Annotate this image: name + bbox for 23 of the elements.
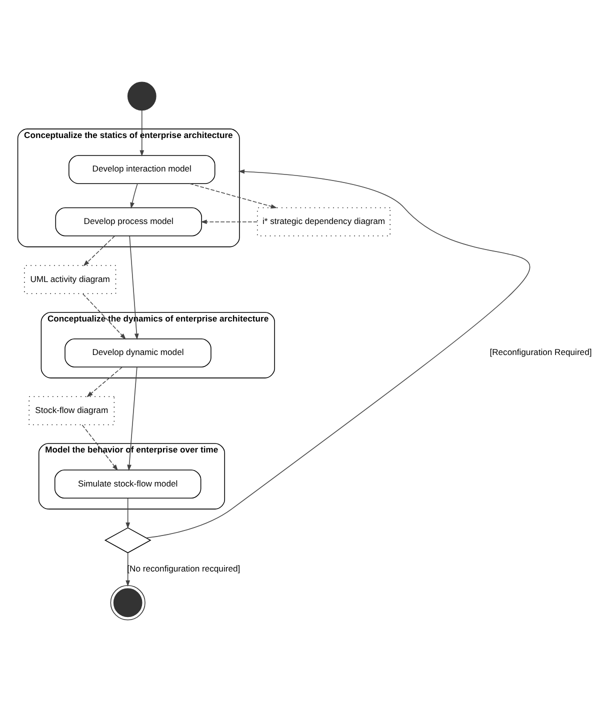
node-circle: [110, 585, 146, 620]
arrow: [129, 236, 139, 340]
arrow: [127, 366, 138, 471]
arrow: [130, 183, 138, 209]
node-diamond: [104, 527, 152, 554]
arrow: [83, 236, 116, 266]
arrow: [82, 424, 118, 471]
node-box: Stock-flow diagram: [28, 396, 115, 426]
arrow: [200, 220, 258, 224]
arrow: [82, 293, 126, 340]
node-box: Develop interaction model: [68, 155, 216, 184]
node-box: i* strategic dependency diagram: [257, 207, 390, 236]
arrow: [126, 498, 130, 529]
arrow: [146, 169, 530, 538]
arrow: [86, 366, 123, 398]
node-circle: [127, 82, 156, 111]
node-box: UML activity diagram: [24, 265, 116, 294]
arrow: [189, 183, 278, 208]
node-box: Simulate stock-flow model: [54, 470, 202, 498]
arrow: [140, 110, 144, 156]
node-box: Develop dynamic model: [64, 338, 212, 368]
edge-label: [Reconfiguration Required]: [490, 347, 592, 358]
node-box: Develop process model: [55, 207, 202, 236]
